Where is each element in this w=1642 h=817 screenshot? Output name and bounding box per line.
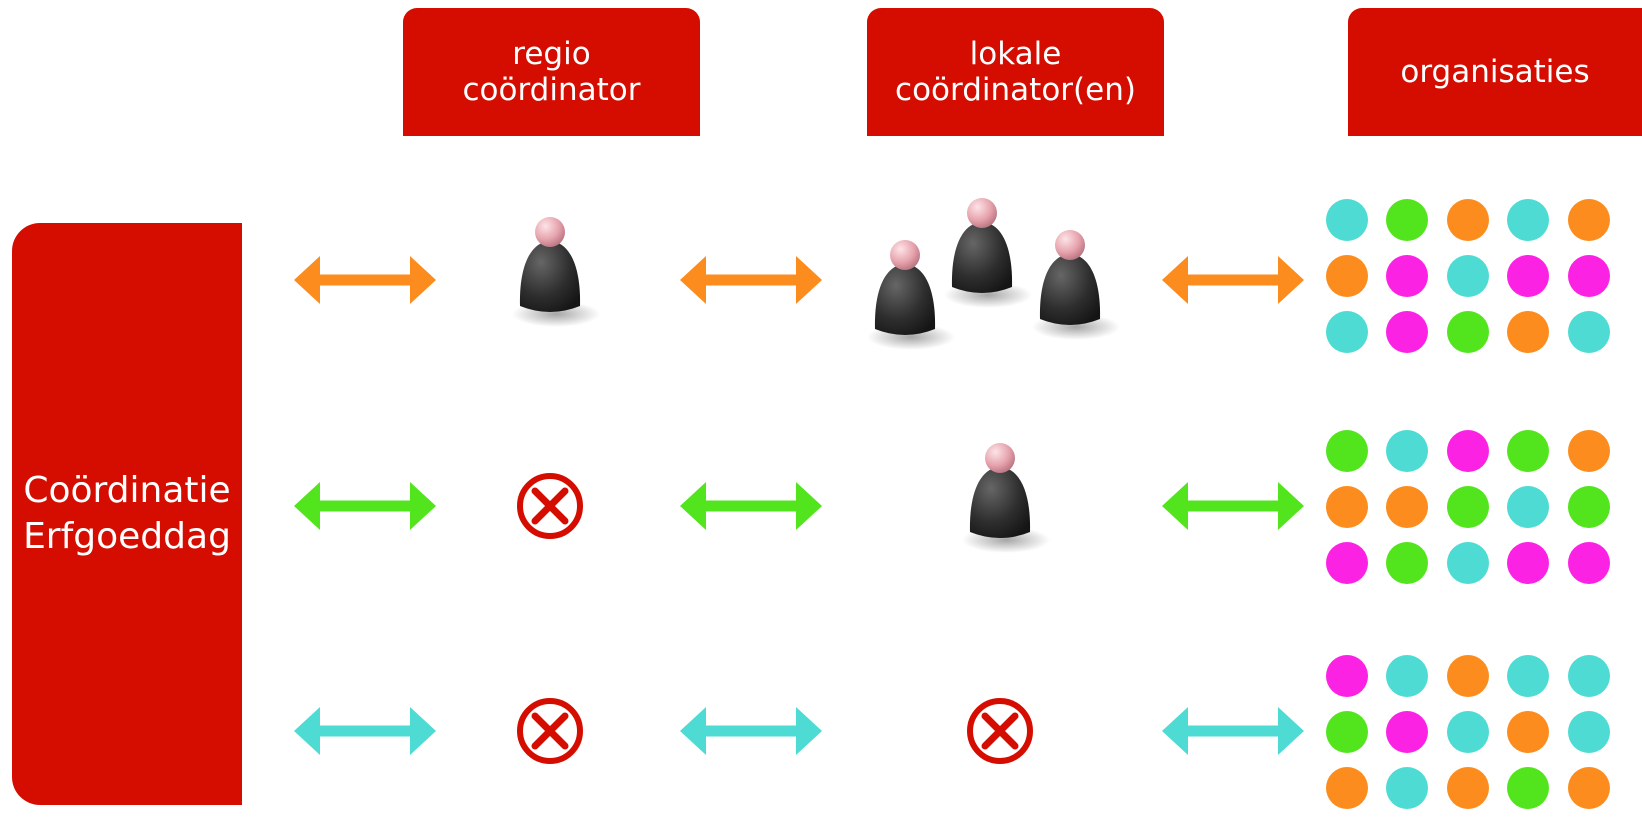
person-icon (962, 443, 1050, 553)
header-organisaties-label: organisaties (1400, 54, 1590, 90)
header-lokale-coordinatoren: lokale coördinator(en) (867, 8, 1164, 136)
organisation-dot (1507, 311, 1549, 353)
organisation-dot (1326, 255, 1368, 297)
organisation-dot (1507, 430, 1549, 472)
organisation-dot (1568, 486, 1610, 528)
person-icon (1032, 230, 1120, 340)
double-arrow-icon (680, 707, 822, 755)
organisation-dot (1386, 430, 1428, 472)
cross-circle-icon (517, 698, 583, 764)
organisation-dot (1326, 311, 1368, 353)
header-regio-label: regio coördinator (462, 36, 641, 108)
organisation-dot (1447, 311, 1489, 353)
organisation-dot (1507, 486, 1549, 528)
organisation-dot (1386, 311, 1428, 353)
organisation-dot (1386, 711, 1428, 753)
organisation-dot (1507, 711, 1549, 753)
side-label-text: Coördinatie Erfgoeddag (23, 470, 231, 557)
organisation-dot (1507, 655, 1549, 697)
organisation-dot (1447, 655, 1489, 697)
organisation-dot (1447, 199, 1489, 241)
organisation-dot (1386, 542, 1428, 584)
organisation-dot (1386, 199, 1428, 241)
person-icon (867, 240, 955, 350)
organisation-dot (1568, 767, 1610, 809)
organisation-dot (1447, 767, 1489, 809)
organisation-dot (1326, 655, 1368, 697)
organisation-dot (1568, 711, 1610, 753)
double-arrow-icon (680, 256, 822, 304)
header-regio-coordinator: regio coördinator (403, 8, 700, 136)
organisation-dot (1326, 430, 1368, 472)
header-organisaties: organisaties (1348, 8, 1642, 136)
header-lokale-label: lokale coördinator(en) (895, 36, 1136, 108)
organisation-dot (1568, 199, 1610, 241)
double-arrow-icon (1162, 707, 1304, 755)
organisation-dot (1507, 767, 1549, 809)
organisation-dot (1326, 486, 1368, 528)
organisation-dot (1568, 542, 1610, 584)
double-arrow-icon (1162, 256, 1304, 304)
double-arrow-icon (1162, 482, 1304, 530)
organisation-dot (1447, 255, 1489, 297)
double-arrow-icon (294, 707, 436, 755)
organisation-dot (1326, 767, 1368, 809)
organisation-dot (1568, 655, 1610, 697)
organisation-dot (1386, 486, 1428, 528)
organisation-dot (1447, 542, 1489, 584)
organisation-dot (1326, 199, 1368, 241)
organisation-dot (1507, 255, 1549, 297)
person-icon (512, 217, 600, 327)
cross-circle-icon (517, 473, 583, 539)
organisation-dot (1507, 542, 1549, 584)
organisation-dot (1568, 311, 1610, 353)
organisation-dot (1386, 655, 1428, 697)
organisation-dot (1447, 486, 1489, 528)
organisation-dot (1568, 430, 1610, 472)
organisation-dot (1447, 711, 1489, 753)
organisation-dot (1447, 430, 1489, 472)
person-icon (944, 198, 1032, 308)
organisation-dot (1386, 255, 1428, 297)
organisation-dot (1568, 255, 1610, 297)
double-arrow-icon (680, 482, 822, 530)
organisation-dot (1326, 711, 1368, 753)
organisation-dot (1386, 767, 1428, 809)
double-arrow-icon (294, 482, 436, 530)
organisation-dot (1507, 199, 1549, 241)
organisation-dot (1326, 542, 1368, 584)
double-arrow-icon (294, 256, 436, 304)
cross-circle-icon (967, 698, 1033, 764)
side-label-coordinatie-erfgoeddag: Coördinatie Erfgoeddag (12, 223, 242, 805)
